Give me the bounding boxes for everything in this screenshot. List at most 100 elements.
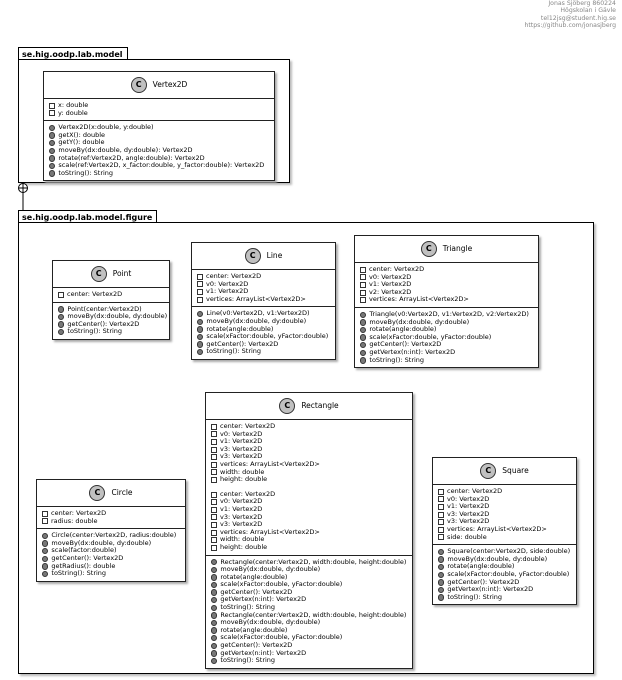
method-text: getVertex(n:int): Vertex2D [220,648,307,657]
public-visibility-icon [360,334,367,341]
field-row: v3: Vertex2D [438,518,573,526]
method-text: Square(center:Vertex2D, side:double) [447,547,571,556]
public-visibility-icon [42,555,49,562]
public-visibility-icon [360,341,367,349]
field-row: width: double [211,468,409,477]
private-visibility-icon [211,431,217,438]
method-text: rotate(angle:double) [220,625,288,634]
public-visibility-icon [211,635,218,642]
public-visibility-icon [360,357,367,364]
field-row: v2: Vertex2D [360,288,535,297]
field-row: v1: Vertex2D [211,438,409,446]
method-row: getCenter(): Vertex2D [42,554,182,563]
method-text: scale(xFactor:double, yFactor:double) [447,569,570,578]
field-text: height: double [220,542,268,551]
class-c-icon: C [420,241,437,257]
public-visibility-icon [438,548,445,556]
method-row: getVertex(n:int): Vertex2D [211,596,409,604]
private-visibility-icon [438,488,444,495]
private-visibility-icon [360,297,366,304]
method-row: rotate(ref:Vertex2D, angle:double): Vert… [49,154,271,163]
private-visibility-icon [211,537,217,544]
field-row: vertices: ArrayList<Vertex2D> [438,525,573,534]
header-line: Jonas Sjöberg 860224 [548,0,616,7]
method-text: moveBy(dx:double, dy:double): Vertex2D [58,145,193,154]
private-visibility-icon [438,534,444,541]
method-row: Point(center:Vertex2D) [58,304,166,314]
private-visibility-icon [438,519,444,526]
method-text: moveBy(dx:double, dy:double) [51,538,152,547]
public-visibility-icon [197,310,204,318]
method-text: moveBy(dx:double, dy:double) [67,312,168,321]
method-row: getVertex(n:int): Vertex2D [438,586,573,594]
private-visibility-icon [438,511,444,518]
method-row: Rectangle(center:Vertex2D, width:double,… [211,611,409,620]
package-figure-tab: se.hig.oodp.lab.model.figure [18,210,158,223]
private-visibility-icon [360,289,366,296]
method-text: toString(): String [369,355,425,364]
method-text: Point(center:Vertex2D) [67,304,142,313]
private-visibility-icon [49,102,55,109]
field-row: v3: Vertex2D [211,445,409,454]
field-text: v0: Vertex2D [206,279,249,288]
field-text: height: double [220,475,268,484]
method-row: Rectangle(center:Vertex2D, width:double,… [211,558,409,567]
field-text: v1: Vertex2D [206,287,249,296]
public-visibility-icon [197,341,204,348]
public-visibility-icon [360,311,367,318]
method-row: rotate(angle:double) [211,625,409,635]
public-visibility-icon [58,313,65,321]
method-row: moveBy(dx:double, dy:double) [197,317,332,326]
method-row: getCenter(): Vertex2D [360,341,535,349]
field-text: v0: Vertex2D [220,497,263,506]
field-row: vertices: ArrayList<Vertex2D> [197,295,332,304]
field-text: width: double [220,535,265,544]
method-text: toString(): String [447,592,503,601]
class-name: Square [502,466,529,476]
class-c-icon: C [480,463,497,479]
method-text: scale(ref:Vertex2D, x_factor:double, y_f… [58,161,265,170]
method-row: toString(): String [42,570,182,578]
public-visibility-icon [438,571,445,578]
private-visibility-icon [42,510,48,517]
field-text: v0: Vertex2D [447,494,490,503]
public-visibility-icon [58,306,65,313]
public-visibility-icon [197,318,204,325]
field-text: v3: Vertex2D [447,517,490,526]
private-visibility-icon [360,281,366,288]
method-row: moveBy(dx:double, dy:double) [211,565,409,574]
method-text: scale(xFactor:double, yFactor:double) [220,580,343,589]
field-text: v1: Vertex2D [220,504,263,513]
field-row: v0: Vertex2D [360,273,535,282]
public-visibility-icon [42,547,49,555]
public-visibility-icon [211,612,218,619]
field-text: y: double [58,108,88,117]
field-row: vertices: ArrayList<Vertex2D> [211,460,409,469]
public-visibility-icon [360,349,367,356]
header-line: tel12jsg@student.hig.se [540,14,616,22]
class-name: Circle [111,488,133,498]
field-row: v0: Vertex2D [211,430,409,439]
method-row: Circle(center:Vertex2D, radius:double) [42,532,182,540]
method-row: scale(xFactor:double, yFactor:double) [197,333,332,341]
field-row: center: Vertex2D [438,487,573,496]
method-text: toString(): String [67,327,123,336]
public-visibility-icon [49,139,56,147]
public-visibility-icon [211,597,218,604]
field-row: y: double [49,108,271,118]
method-row: toString(): String [211,657,409,665]
method-row: moveBy(dx:double, dy:double) [42,538,182,548]
field-text: center: Vertex2D [67,290,123,298]
method-text: getCenter(): Vertex2D [369,340,442,349]
public-visibility-icon [197,326,204,333]
private-visibility-icon [211,506,217,513]
field-row: v0: Vertex2D [211,498,409,506]
field-row: x: double [49,101,271,110]
